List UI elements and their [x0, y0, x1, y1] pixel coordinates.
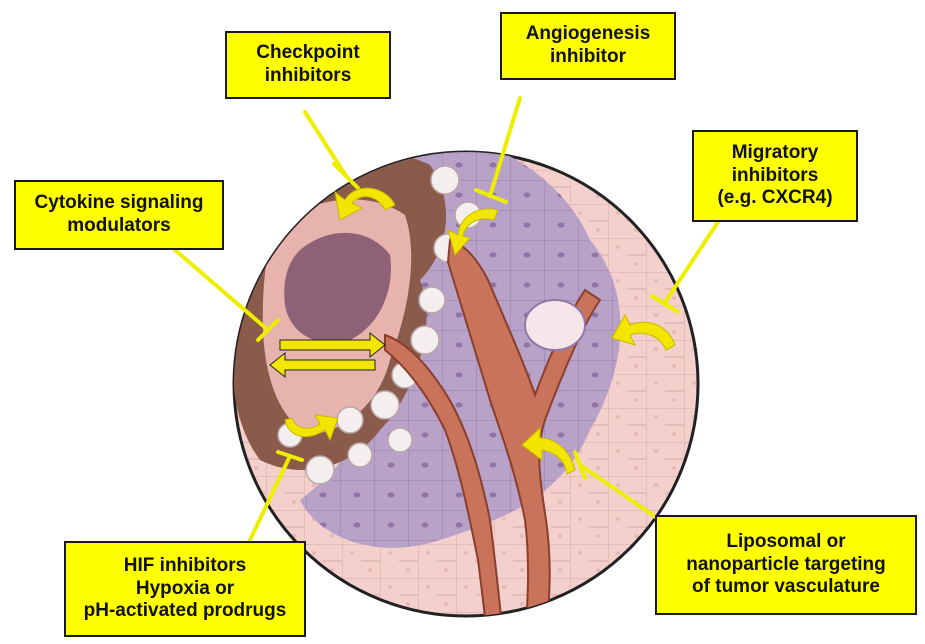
liposomal-line1: Liposomal or — [726, 531, 845, 554]
checkpoint-line2: inhibitors — [265, 65, 352, 88]
gland-lumen — [525, 300, 585, 350]
checkpoint-line1: Checkpoint — [256, 42, 359, 65]
liposomal-line2: nanoparticle targeting — [686, 554, 886, 577]
hif-inhibitors-callout: HIF inhibitors Hypoxia or pH-activated p… — [64, 541, 306, 637]
migratory-line1: Migratory — [732, 142, 819, 165]
angiogenesis-inhibitor-callout: Angiogenesis inhibitor — [500, 12, 676, 80]
migratory-line3: (e.g. CXCR4) — [717, 187, 832, 210]
angiogenesis-line2: inhibitor — [550, 46, 626, 69]
migratory-line2: inhibitors — [732, 165, 819, 188]
cytokine-line2: modulators — [67, 215, 170, 238]
migratory-inhibitors-callout: Migratory inhibitors (e.g. CXCR4) — [692, 130, 858, 222]
liposomal-nanoparticle-callout: Liposomal or nanoparticle targeting of t… — [655, 515, 917, 615]
liposomal-line3: of tumor vasculature — [692, 576, 880, 599]
cytokine-signaling-callout: Cytokine signaling modulators — [14, 180, 224, 250]
cytokine-line1: Cytokine signaling — [35, 192, 204, 215]
angiogenesis-line1: Angiogenesis — [526, 23, 651, 46]
hif-line2: Hypoxia or — [136, 578, 234, 601]
hif-line1: HIF inhibitors — [124, 555, 246, 578]
hif-line3: pH-activated prodrugs — [84, 600, 287, 623]
checkpoint-inhibitors-callout: Checkpoint inhibitors — [225, 31, 391, 99]
